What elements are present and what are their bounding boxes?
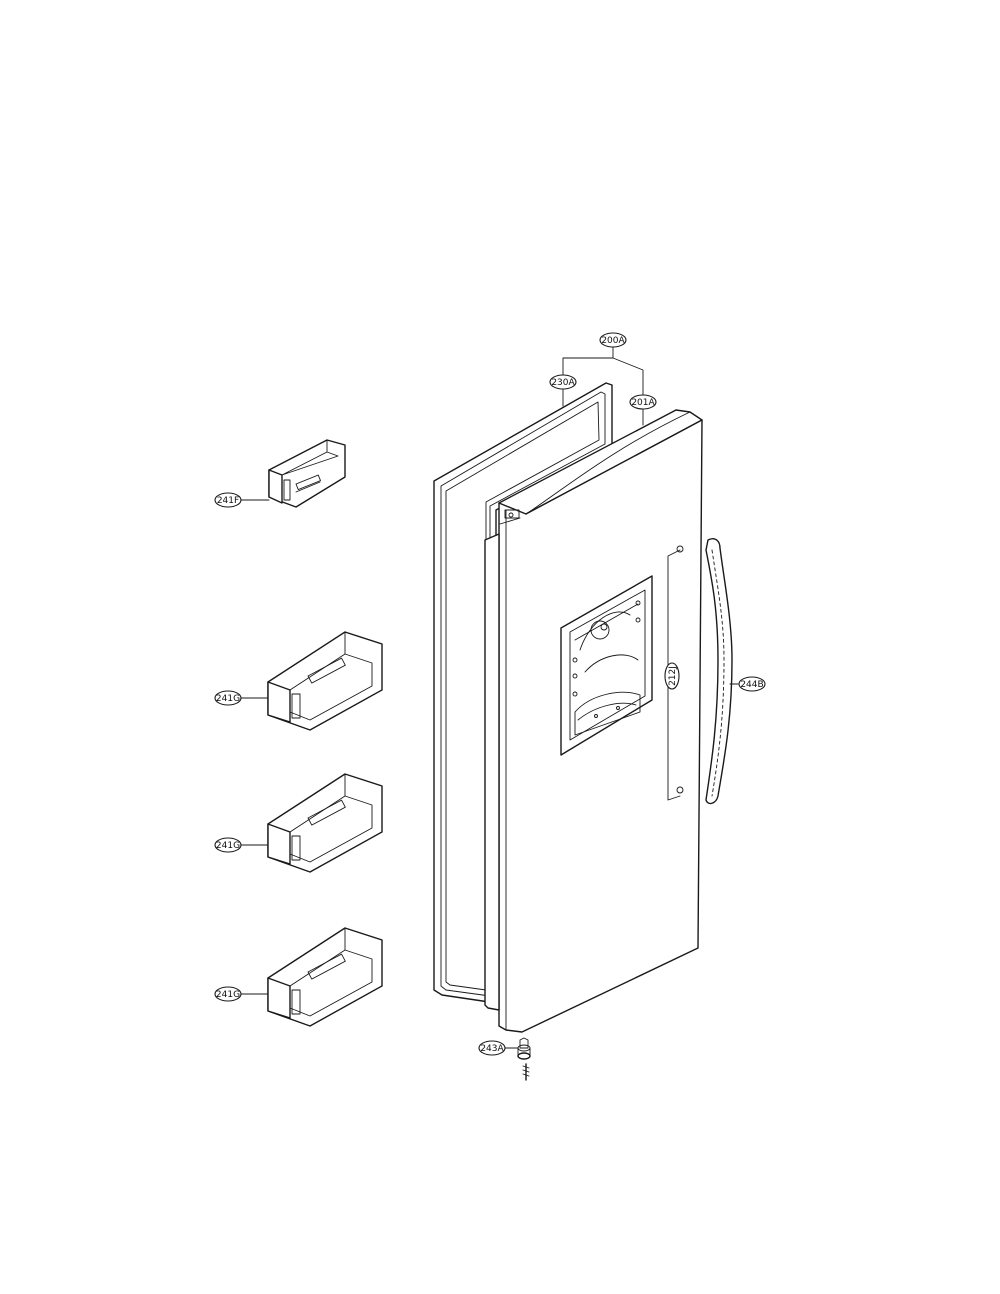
screw-icon <box>676 545 684 553</box>
door-basket-1 <box>267 631 383 731</box>
door-basket-small <box>268 439 346 508</box>
callout-243a: 243A <box>478 1040 506 1056</box>
svg-text:230A: 230A <box>551 378 575 388</box>
callout-201a: 201A <box>629 394 657 410</box>
callout-241g-1: 241G <box>214 690 242 706</box>
screw-icon <box>676 786 684 794</box>
svg-text:241G: 241G <box>216 841 240 851</box>
svg-text:200A: 200A <box>601 336 625 346</box>
leader-lines <box>240 346 739 1049</box>
svg-text:201A: 201A <box>631 398 655 408</box>
screw-icon <box>522 1063 530 1081</box>
door-basket-2 <box>267 773 383 873</box>
dispenser-recess <box>560 575 653 756</box>
svg-text:241F: 241F <box>217 496 239 506</box>
svg-text:212J: 212J <box>668 666 678 686</box>
svg-text:241G: 241G <box>216 694 240 704</box>
callout-241g-3: 241G <box>214 986 242 1002</box>
svg-text:243A: 243A <box>480 1044 504 1054</box>
callout-230a: 230A <box>549 374 577 390</box>
callout-244b: 244B <box>738 676 766 692</box>
svg-text:244B: 244B <box>740 680 763 690</box>
callout-212j: 212J <box>664 662 680 690</box>
callout-241f: 241F <box>214 492 242 508</box>
bottom-hinge <box>517 1037 531 1060</box>
door-handle <box>705 538 733 805</box>
door-basket-3 <box>267 927 383 1027</box>
top-hinge-cap <box>504 509 520 519</box>
callout-200a: 200A <box>599 332 627 348</box>
svg-text:241G: 241G <box>216 990 240 1000</box>
callout-241g-2: 241G <box>214 837 242 853</box>
